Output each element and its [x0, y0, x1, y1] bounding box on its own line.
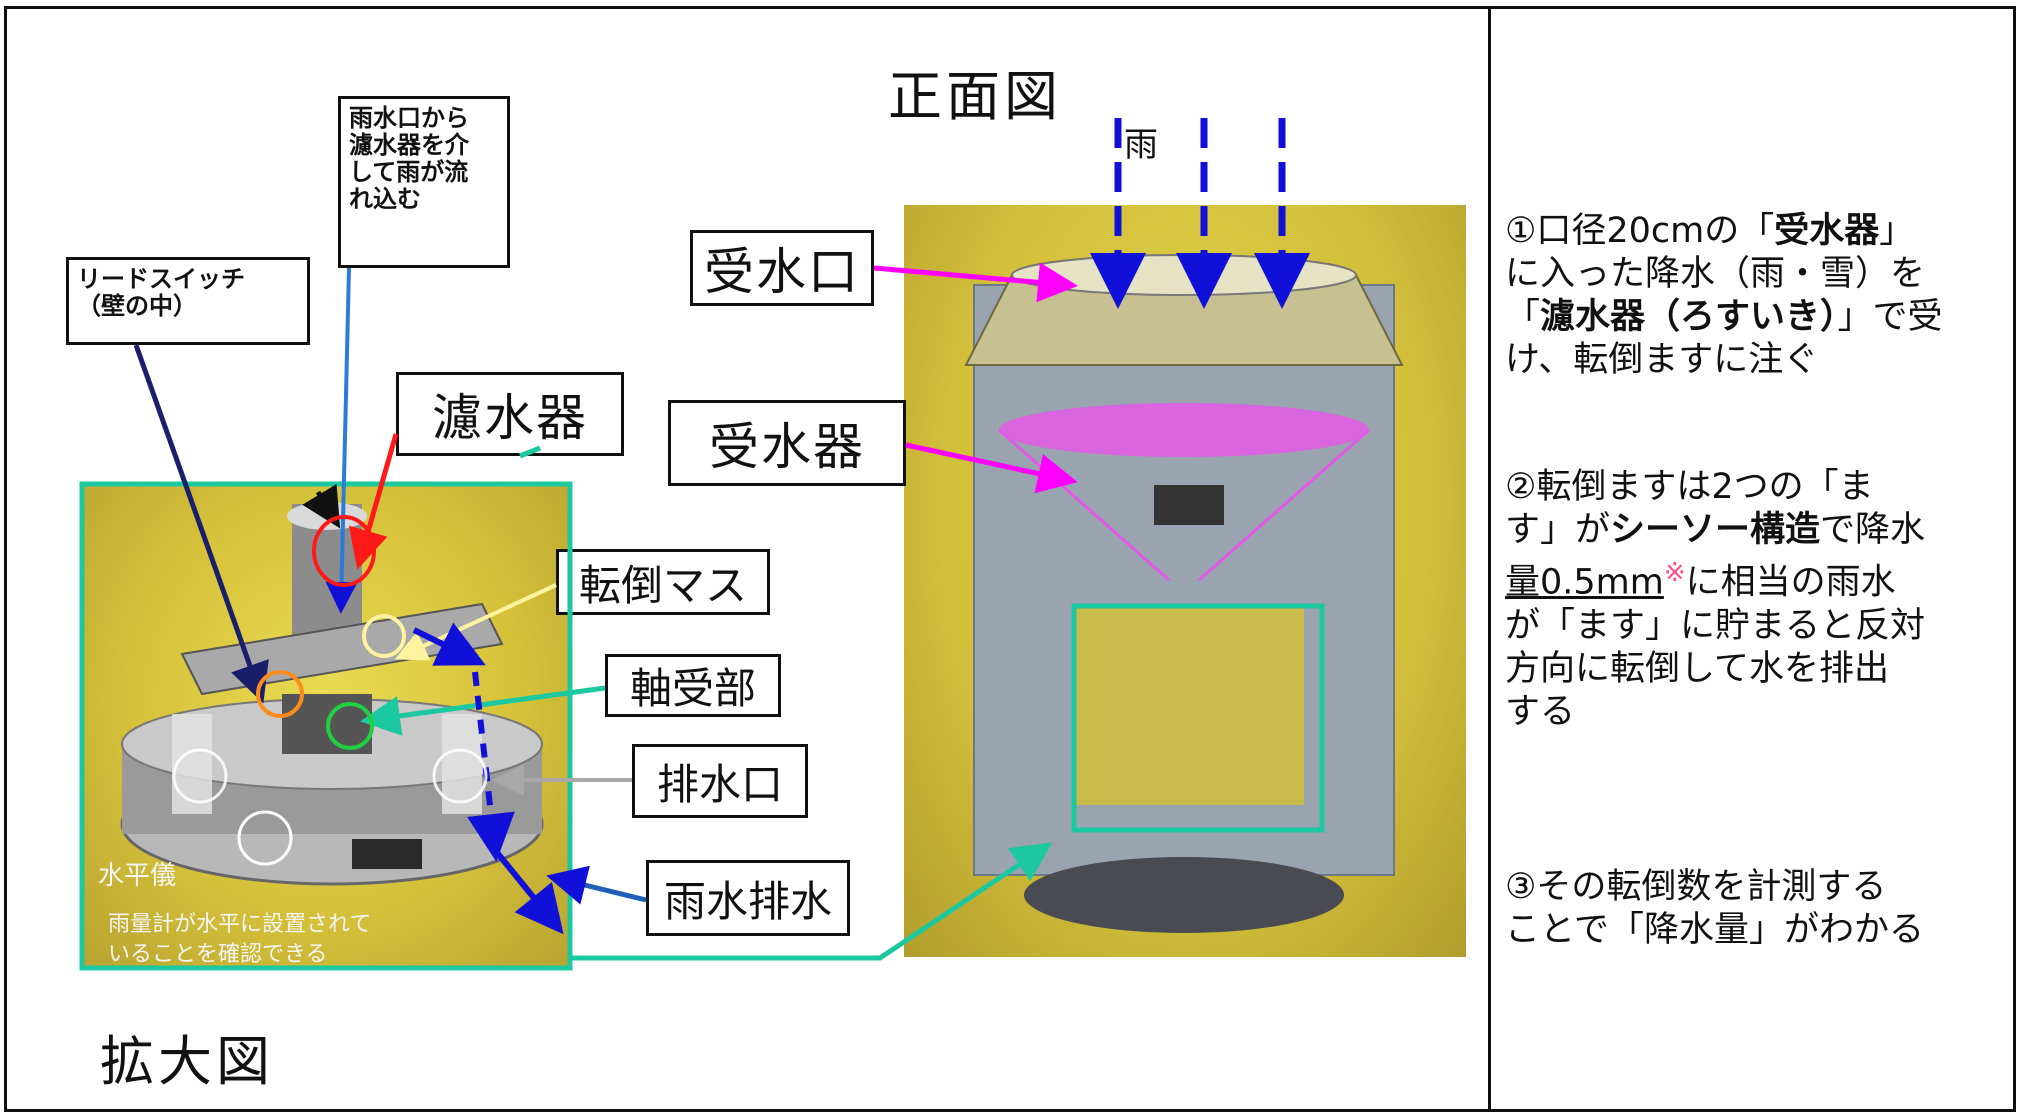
label-rain-inflow: 雨水口から 濾水器を介 して雨が流 れ込む [338, 96, 510, 268]
level-note: 雨量計が水平に設置されて いることを確認できる [108, 912, 372, 967]
drain-outlet-circle-left [172, 748, 228, 804]
description-step-1: ①口径20cmの「受水器」 に入った降水（雨・雪）を 「濾水器（ろすいき）」で受… [1505, 210, 2010, 382]
tipping-bucket-circle [362, 614, 406, 658]
filter-circle [312, 515, 376, 587]
zoom-frame-tab [519, 445, 541, 459]
step2-text-c: で降水 [1820, 510, 1926, 550]
step2-seesaw: シーソー構造 [1610, 510, 1821, 550]
water-flow-arrow-1 [412, 622, 486, 666]
receiver-mouth-arrow [873, 262, 1078, 303]
step1-text-e: 」で受 け、転倒ますに注ぐ [1505, 297, 1943, 380]
level-caption: 水平儀 [98, 861, 177, 891]
rain-gauge-internals-illustration [120, 502, 544, 886]
filter-arrow [349, 433, 399, 570]
zoom-source-frame [1071, 603, 1325, 833]
reed-switch-arrow [133, 344, 269, 704]
zoom-view-title: 拡大図 [100, 1030, 274, 1093]
step1-filter: 濾水器（ろすいき） [1540, 297, 1838, 337]
description-step-3: ③その転倒数を計測する ことで「降水量」がわかる [1505, 867, 1924, 950]
note-mark: ※ [1663, 558, 1686, 588]
label-rain-drain: 雨水排水 [646, 860, 850, 936]
label-bearing: 軸受部 [605, 654, 781, 717]
bearing-circle [326, 702, 374, 750]
water-flow-arrow-2 [467, 671, 515, 862]
rain-drain-arrow [546, 865, 647, 905]
column-divider [1488, 6, 1491, 1112]
rain-label: 雨 [1124, 125, 1158, 165]
level-circle [237, 810, 293, 866]
step1-text-c: 」 に入った降水（雨・雪）を 「 [1505, 211, 1926, 337]
step1-text-a: ①口径20cmの「 [1505, 211, 1775, 251]
tipping-bucket-arrow [394, 583, 557, 661]
zoom-link-arrow [570, 842, 1053, 961]
label-receiver: 受水器 [668, 400, 906, 486]
label-reed-switch: リードスイッチ （壁の中） [66, 257, 310, 345]
front-view-title: 正面図 [888, 65, 1062, 128]
bearing-arrow [360, 685, 606, 736]
front-photo [904, 205, 1466, 957]
inflow-arrow [325, 267, 358, 614]
filter-black-arrow [302, 483, 341, 529]
receiver-arrow [905, 442, 1078, 494]
step1-receiver: 受水器 [1774, 211, 1880, 251]
step2-amount: 量0.5mm [1505, 562, 1664, 603]
label-drain-outlet: 排水口 [632, 744, 808, 818]
step2-text-a: ②転倒ますは2つの「ま す」が [1505, 467, 1874, 550]
description-step-2: ②転倒ますは2つの「ま す」がシーソー構造で降水 量0.5mm※に相当の雨水 が… [1505, 466, 2010, 734]
label-tipping-bucket: 転倒マス [556, 549, 770, 615]
rain-gauge-exterior-illustration [964, 254, 1404, 933]
label-filter: 濾水器 [396, 372, 624, 456]
reed-switch-circle [256, 670, 304, 718]
outer-frame [4, 6, 2016, 1112]
label-receiver-mouth: 受水口 [690, 230, 874, 306]
water-flow-arrow-3 [492, 848, 564, 935]
step2-text-e: に相当の雨水 が「ます」に貯まると反対 方向に転倒して水を排出 する [1505, 562, 1926, 732]
drain-outlet-circle [432, 748, 488, 804]
